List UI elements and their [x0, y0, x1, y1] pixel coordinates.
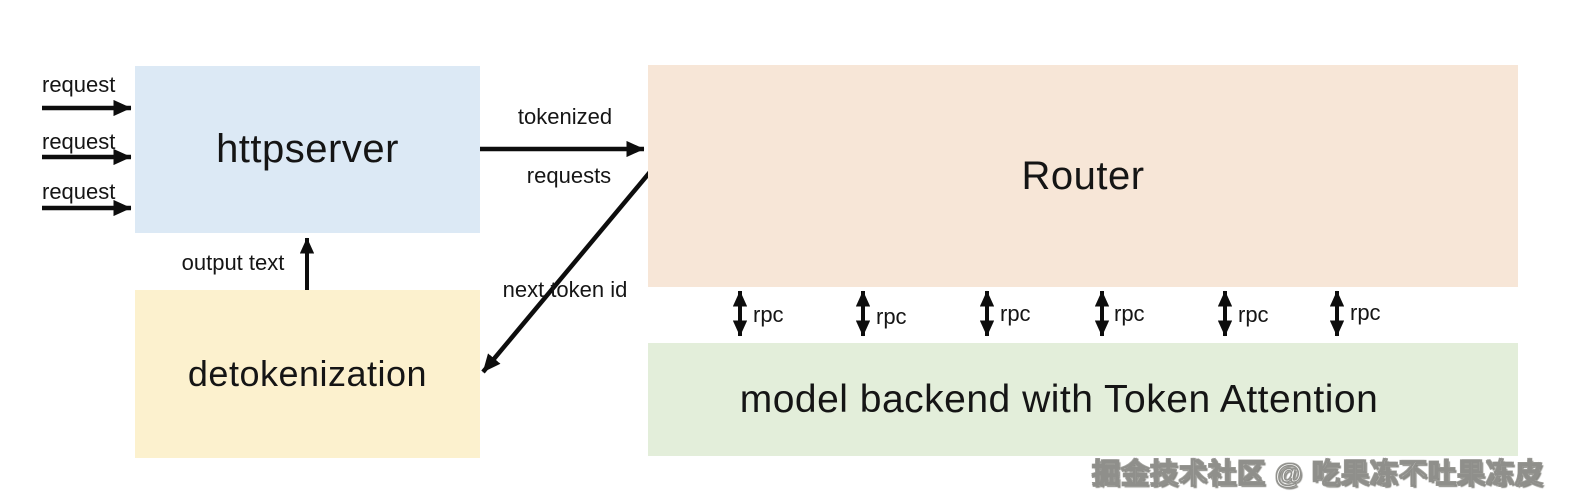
tokenized-label-top: tokenized [517, 103, 613, 129]
output-text-label: output text [181, 249, 285, 275]
detokenization-label: detokenization [187, 353, 428, 394]
request-label-3: request [42, 178, 116, 204]
request-label-2: request [42, 128, 116, 154]
rpc-label-3: rpc [1000, 300, 1031, 326]
request-label-1: request [42, 71, 116, 97]
rpc-label-2: rpc [876, 303, 907, 329]
node-model-backend: model backend with Token Attention [648, 343, 1518, 456]
node-detokenization: detokenization [135, 290, 480, 458]
rpc-label-5: rpc [1238, 301, 1269, 327]
rpc-label-1: rpc [753, 301, 784, 327]
rpc-label-6: rpc [1350, 299, 1381, 325]
tokenized-label-bottom: requests [526, 162, 612, 188]
model-backend-label: model backend with Token Attention [739, 377, 1379, 421]
next-token-id-label: next token id [502, 276, 628, 302]
rpc-label-4: rpc [1114, 300, 1145, 326]
node-httpserver: httpserver [135, 66, 480, 233]
node-router: Router [648, 65, 1518, 287]
router-label: Router [1021, 153, 1145, 198]
watermark-text: 掘金技术社区 @ 吃果冻不吐果冻皮 [1092, 457, 1544, 489]
next-token-id-arrow [481, 170, 652, 374]
httpserver-label: httpserver [216, 127, 399, 171]
